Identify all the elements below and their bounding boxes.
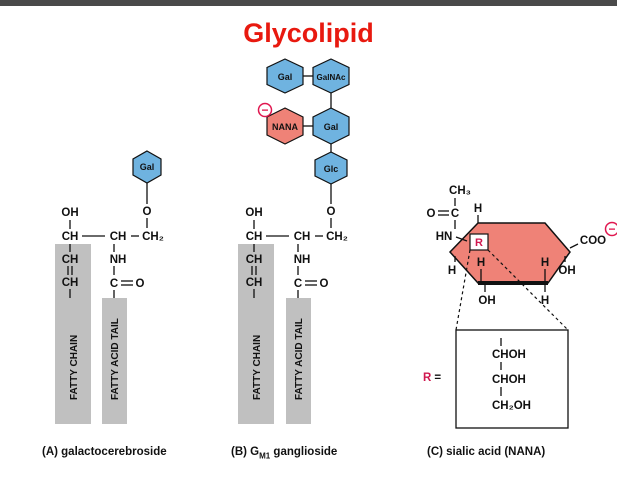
ch-atom: CH	[110, 231, 127, 243]
glc-sugar-label: Glc	[324, 164, 339, 174]
r-group-chain: CHOH	[492, 349, 526, 361]
ring-hydrogen: H	[474, 203, 482, 215]
nana-sugar-label: NANA	[272, 122, 298, 132]
acyl-carbon: C	[451, 208, 459, 220]
negative-charge-symbol: −	[261, 103, 268, 117]
carboxylate-group: COO	[580, 235, 606, 247]
galnac-sugar-hexagon	[312, 58, 350, 94]
top-bar	[0, 0, 617, 6]
ch2-group: CH₂	[326, 231, 348, 243]
nh-group: NH	[294, 254, 311, 266]
r-equals-label: R=	[423, 372, 441, 384]
ring-hydrogen: H	[448, 265, 456, 277]
ch-atom: CH	[62, 254, 79, 266]
fatty-acid-tail-bar	[286, 298, 311, 424]
hydroxyl-bottom: OH	[478, 295, 495, 307]
hn-group: HN	[436, 231, 453, 243]
carbonyl-oxygen: O	[136, 278, 145, 290]
caption-panel-c: (C) sialic acid (NANA)	[427, 446, 546, 458]
gal-sugar-label: Gal	[278, 72, 293, 82]
ch-atom: CH	[246, 254, 263, 266]
panel-b: FATTY CHAIN FATTY ACID TAIL Gal GalNAc N…	[238, 58, 350, 424]
acyl-oxygen: O	[427, 208, 436, 220]
r-group-expansion-box	[455, 329, 569, 429]
panel-a: FATTY CHAIN FATTY ACID TAIL Gal O OH CH …	[55, 150, 164, 424]
zoom-line-left	[455, 249, 471, 331]
r-group-chain: CH₂OH	[492, 400, 531, 412]
galnac-sugar-label: GalNAc	[317, 73, 346, 82]
negative-charge-symbol: −	[608, 222, 615, 236]
ch3-group: CH₃	[449, 185, 471, 197]
panel-c: R CH₃ O C HN H COO − OH H H H OH H	[423, 185, 617, 429]
diagram-title: Glycolipid	[243, 18, 374, 48]
zoom-line-right	[487, 249, 569, 331]
nh-group: NH	[110, 254, 127, 266]
fatty-acid-tail-label: FATTY ACID TAIL	[110, 318, 121, 400]
hydroxyl-right: OH	[558, 265, 575, 277]
ch-atom: CH	[246, 231, 263, 243]
fatty-chain-bar	[55, 244, 91, 424]
glycosidic-oxygen: O	[327, 206, 336, 218]
r-group-chain: CHOH	[492, 374, 526, 386]
gal-sugar-label: Gal	[140, 162, 155, 172]
oh-group: OH	[61, 207, 78, 219]
ch-atom: CH	[62, 231, 79, 243]
gal-sugar-hexagon	[266, 58, 304, 94]
fatty-chain-label: FATTY CHAIN	[69, 335, 80, 400]
ch-atom: CH	[62, 277, 79, 289]
ch-atom: CH	[294, 231, 311, 243]
r-label: R	[475, 237, 483, 249]
gal-sugar-label: Gal	[324, 122, 339, 132]
gal-sugar-hexagon	[312, 107, 350, 145]
negative-charge-icon	[604, 221, 617, 237]
ch-atom: CH	[246, 277, 263, 289]
caption-panel-b: (B) GM1 ganglioside	[231, 446, 338, 461]
fatty-acid-tail-bar	[102, 298, 127, 424]
carbonyl-carbon: C	[294, 278, 302, 290]
carbonyl-carbon: C	[110, 278, 118, 290]
negative-charge-icon	[257, 102, 273, 118]
caption-panel-a: (A) galactocerebroside	[42, 446, 167, 458]
ch2-group: CH₂	[142, 231, 164, 243]
nana-sugar-hexagon	[266, 107, 304, 145]
ring-hydrogen: H	[541, 257, 549, 269]
fatty-acid-tail-label: FATTY ACID TAIL	[294, 318, 305, 400]
ring-hydrogen: H	[541, 295, 549, 307]
glycosidic-oxygen: O	[143, 206, 152, 218]
oh-group: OH	[245, 207, 262, 219]
sialic-acid-ring	[448, 222, 571, 284]
fatty-chain-label: FATTY CHAIN	[252, 335, 263, 400]
ring-hydrogen: H	[477, 257, 485, 269]
r-group-box	[469, 233, 489, 251]
carbonyl-oxygen: O	[320, 278, 329, 290]
